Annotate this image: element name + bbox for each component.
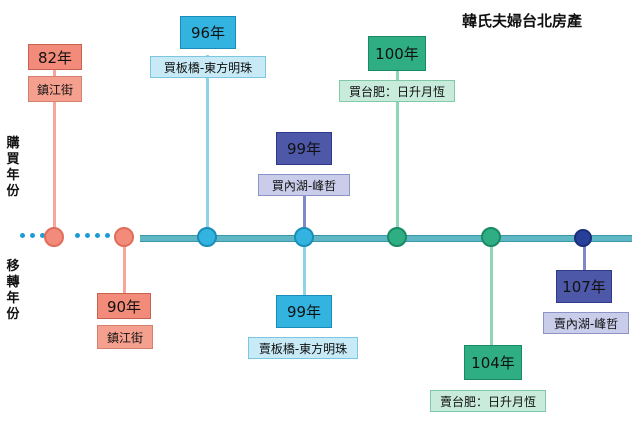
- event-label-99-sell: 賣板橋-東方明珠: [248, 337, 358, 359]
- event-label-90: 鎮江街: [97, 325, 153, 349]
- timeline-node-100: [387, 227, 407, 247]
- connector-99-buy: [303, 185, 306, 235]
- timeline-node-90: [114, 227, 134, 247]
- timeline-node-96: [197, 227, 217, 247]
- event-label-82: 鎮江街: [28, 76, 82, 102]
- connector-104: [490, 245, 493, 345]
- timeline-node-104: [481, 227, 501, 247]
- event-label-100: 買台肥：日升月恆: [339, 80, 455, 102]
- timeline-node-107: [574, 229, 592, 247]
- diagram-title: 韓氏夫婦台北房產: [462, 12, 583, 30]
- event-label-107: 賣內湖-峰哲: [543, 312, 629, 334]
- timeline-axis: [140, 235, 632, 242]
- year-box-96: 96年: [180, 16, 236, 49]
- timeline-node-82: [44, 227, 64, 247]
- connector-82: [53, 65, 56, 235]
- event-label-96: 買板橋-東方明珠: [150, 56, 266, 78]
- connector-96: [206, 55, 209, 235]
- connector-107: [583, 245, 586, 270]
- year-box-104: 104年: [464, 345, 522, 380]
- year-box-90: 90年: [97, 293, 151, 319]
- event-label-99-buy: 買內湖-峰哲: [258, 174, 350, 196]
- year-box-99-buy: 99年: [276, 132, 332, 165]
- timeline-node-99: [294, 227, 314, 247]
- connector-100: [396, 70, 399, 235]
- year-box-100: 100年: [368, 36, 426, 71]
- year-box-99-sell: 99年: [276, 295, 332, 328]
- side-label-sell: 移轉年份: [6, 259, 20, 322]
- year-box-107: 107年: [556, 270, 612, 303]
- connector-90: [123, 245, 126, 293]
- connector-99-sell: [303, 245, 306, 295]
- event-label-104: 賣台肥：日升月恆: [430, 390, 546, 412]
- side-label-buy: 購買年份: [6, 136, 20, 199]
- year-box-82: 82年: [28, 44, 82, 70]
